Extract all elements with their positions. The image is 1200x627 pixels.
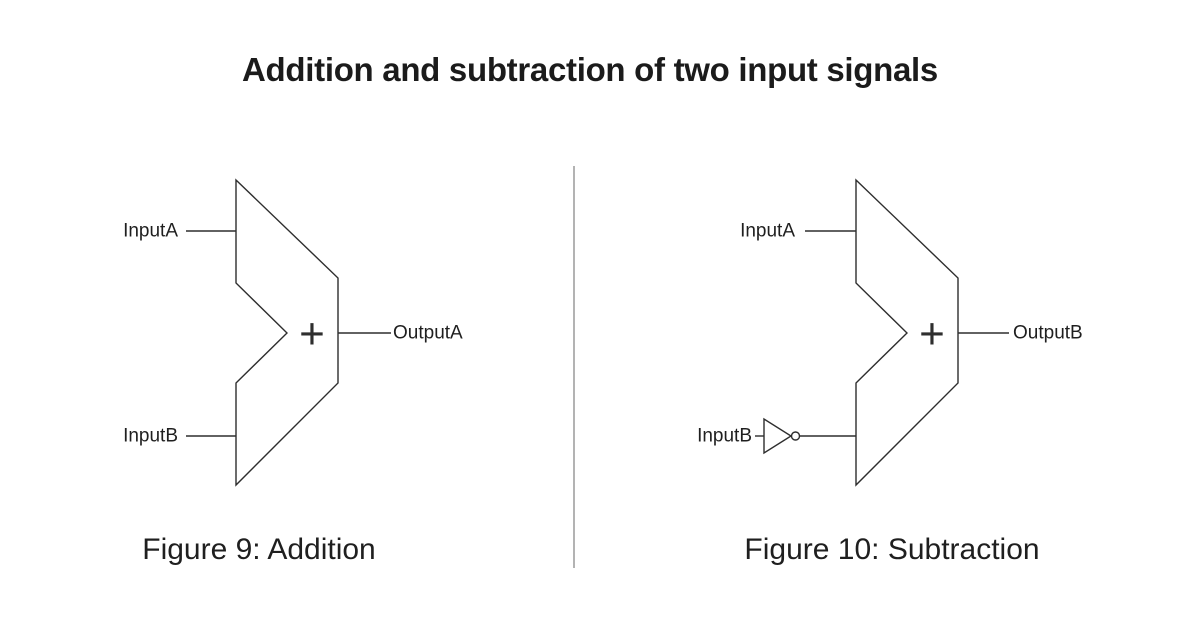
inverter-bubble [790, 431, 801, 441]
plus-operator: + [919, 310, 945, 359]
label-input-b-addition: InputB [123, 425, 178, 447]
figure-caption-addition: Figure 9: Addition [142, 533, 376, 566]
label-output-subtraction: OutputB [1013, 322, 1083, 344]
label-input-a-subtraction: InputA [740, 220, 795, 242]
inverter-icon [755, 417, 856, 455]
plus-operator: + [299, 310, 325, 359]
panel-divider [573, 166, 575, 568]
inverter-triangle [763, 417, 793, 455]
adder-outline [855, 178, 959, 487]
page-title: Addition and subtraction of two input si… [242, 51, 938, 88]
adder-outline [235, 178, 339, 487]
adder-symbol-addition: + [186, 178, 391, 487]
label-input-a-addition: InputA [123, 220, 178, 242]
label-output-addition: OutputA [393, 322, 463, 344]
adder-symbol-subtraction: + [755, 178, 1009, 487]
figure-caption-subtraction: Figure 10: Subtraction [744, 533, 1040, 566]
label-input-b-subtraction: InputB [697, 425, 752, 447]
